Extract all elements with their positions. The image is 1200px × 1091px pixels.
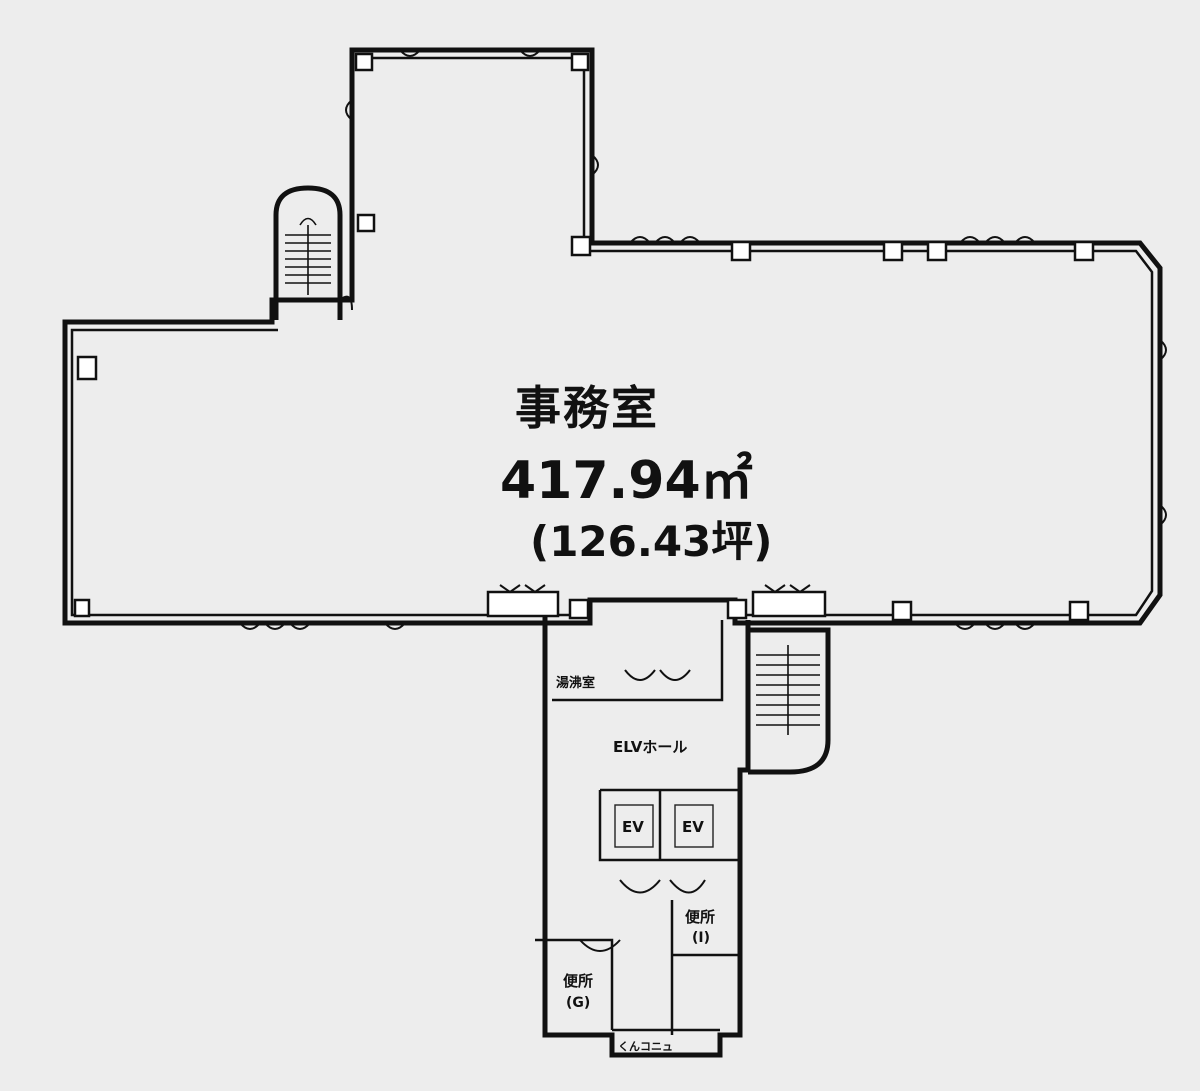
office-area-sqm-label: 417.94㎡ (500, 451, 753, 511)
bottom-room-label: くんコニュ (618, 1040, 673, 1053)
elevator-2-label: EV (682, 818, 704, 836)
elevator-1-label: EV (622, 818, 644, 836)
stair-left-treads (285, 217, 331, 295)
core-inner-walls (535, 620, 740, 1035)
stair-right-treads (756, 645, 820, 735)
office-area-tsubo-label: (126.43坪) (530, 517, 773, 566)
door-swings (239, 49, 1167, 952)
elevator-car-2 (674, 804, 714, 848)
restroom-left-tag-label: (G) (566, 995, 591, 1011)
restroom-right-tag-label: (I) (692, 930, 711, 946)
stair-tower-left (273, 185, 343, 320)
restroom-right-name-label: 便所 (685, 908, 716, 926)
office-name-label: 事務室 (515, 381, 659, 435)
office-inner-outline (70, 56, 1154, 617)
elevator-car-1 (614, 804, 654, 848)
stair-tower-right (748, 627, 831, 775)
kitchenette-label: 湯沸室 (556, 676, 596, 691)
core-outline (542, 600, 751, 1058)
restroom-left-name-label: 便所 (563, 972, 594, 990)
columns (73, 52, 1095, 622)
elevator-hall-label: ELVホール (613, 738, 688, 756)
